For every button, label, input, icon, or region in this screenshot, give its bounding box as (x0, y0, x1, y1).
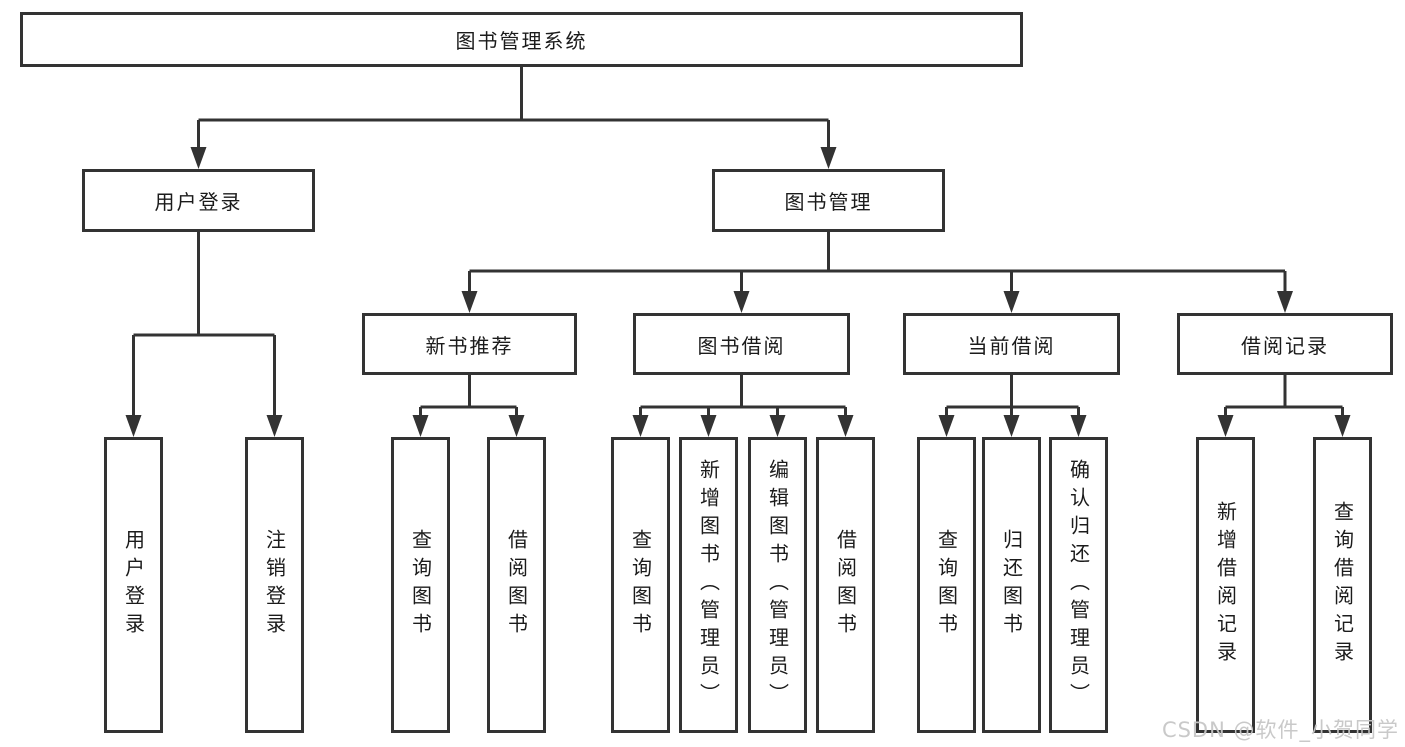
leaf-add-book-admin-label: 新增图书（管理员） (696, 459, 721, 711)
leaf-add-borrow-record-label: 新增借阅记录 (1213, 501, 1238, 669)
leaf-borrow-books-label: 借阅图书 (833, 529, 858, 641)
leaf-add-book-admin: 新增图书（管理员） (679, 437, 738, 733)
leaf-logout-label: 注销登录 (262, 529, 287, 641)
leaf-return-book-label: 归还图书 (999, 529, 1024, 641)
leaf-query-books-recommend-label: 查询图书 (408, 529, 433, 641)
leaf-query-books-borrow-label: 查询图书 (628, 529, 653, 641)
leaf-confirm-return-admin: 确认归还（管理员） (1049, 437, 1108, 733)
leaf-user-login-label: 用户登录 (121, 529, 146, 641)
leaf-query-books-recommend: 查询图书 (391, 437, 450, 733)
node-borrow-records: 借阅记录 (1177, 313, 1393, 375)
leaf-borrow-books: 借阅图书 (816, 437, 875, 733)
leaf-edit-book-admin: 编辑图书（管理员） (748, 437, 807, 733)
node-book-management: 图书管理 (712, 169, 945, 232)
node-root-system: 图书管理系统 (20, 12, 1023, 67)
leaf-confirm-return-admin-label: 确认归还（管理员） (1066, 459, 1091, 711)
leaf-query-borrow-record: 查询借阅记录 (1313, 437, 1372, 733)
leaf-query-borrow-record-label: 查询借阅记录 (1330, 501, 1355, 669)
leaf-query-books-current: 查询图书 (917, 437, 976, 733)
csdn-watermark: CSDN @软件_小贺同学 (1161, 718, 1399, 742)
leaf-borrow-books-recommend-label: 借阅图书 (504, 529, 529, 641)
leaf-return-book: 归还图书 (982, 437, 1041, 733)
arrowhead-icons (125, 147, 1351, 437)
node-book-borrow: 图书借阅 (633, 313, 850, 375)
node-new-book-recommend: 新书推荐 (362, 313, 577, 375)
leaf-query-books-current-label: 查询图书 (934, 529, 959, 641)
leaf-add-borrow-record: 新增借阅记录 (1196, 437, 1255, 733)
leaf-query-books-borrow: 查询图书 (611, 437, 670, 733)
node-current-borrow: 当前借阅 (903, 313, 1120, 375)
leaf-logout: 注销登录 (245, 437, 304, 733)
leaf-borrow-books-recommend: 借阅图书 (487, 437, 546, 733)
leaf-user-login: 用户登录 (104, 437, 163, 733)
node-user-login: 用户登录 (82, 169, 315, 232)
leaf-edit-book-admin-label: 编辑图书（管理员） (765, 459, 790, 711)
